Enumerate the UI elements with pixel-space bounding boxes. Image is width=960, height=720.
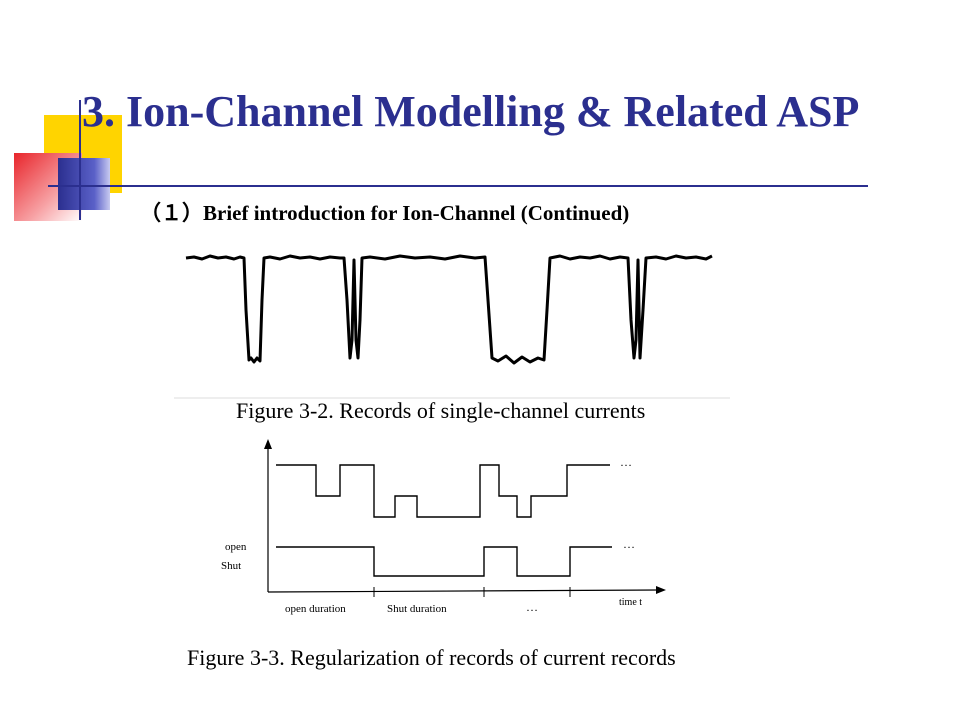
figure-3-2-caption: Figure 3-2. Records of single-channel cu… bbox=[236, 398, 646, 423]
y-axis-arrow bbox=[264, 439, 272, 449]
regularization-diagram: … … open Shut open duration Shut duratio… bbox=[221, 439, 666, 615]
duration-ellipsis: … bbox=[526, 600, 538, 614]
x-axis bbox=[267, 589, 659, 593]
raw-trace-ellipsis: … bbox=[620, 455, 632, 469]
open-duration-label: open duration bbox=[285, 603, 346, 615]
open-level-label: open bbox=[225, 541, 247, 553]
time-axis-label: time t bbox=[619, 597, 642, 608]
deco-vertical-line bbox=[79, 100, 81, 220]
figure-3-3-caption: Figure 3-3. Regularization of records of… bbox=[187, 645, 676, 670]
shut-duration-label: Shut duration bbox=[387, 603, 447, 615]
regularized-trace bbox=[276, 546, 612, 577]
slide-title: 3. Ion-Channel Modelling & Related ASP bbox=[82, 87, 860, 136]
regularized-trace-ellipsis: … bbox=[623, 537, 635, 551]
slide-subtitle: （１）Brief introduction for Ion-Channel (C… bbox=[140, 201, 630, 225]
single-channel-trace bbox=[174, 254, 730, 399]
x-axis-arrow bbox=[656, 586, 666, 594]
raw-trace bbox=[276, 464, 610, 518]
shut-level-label: Shut bbox=[221, 560, 241, 572]
deco-blue-square bbox=[58, 158, 110, 210]
title-underline bbox=[48, 185, 868, 187]
